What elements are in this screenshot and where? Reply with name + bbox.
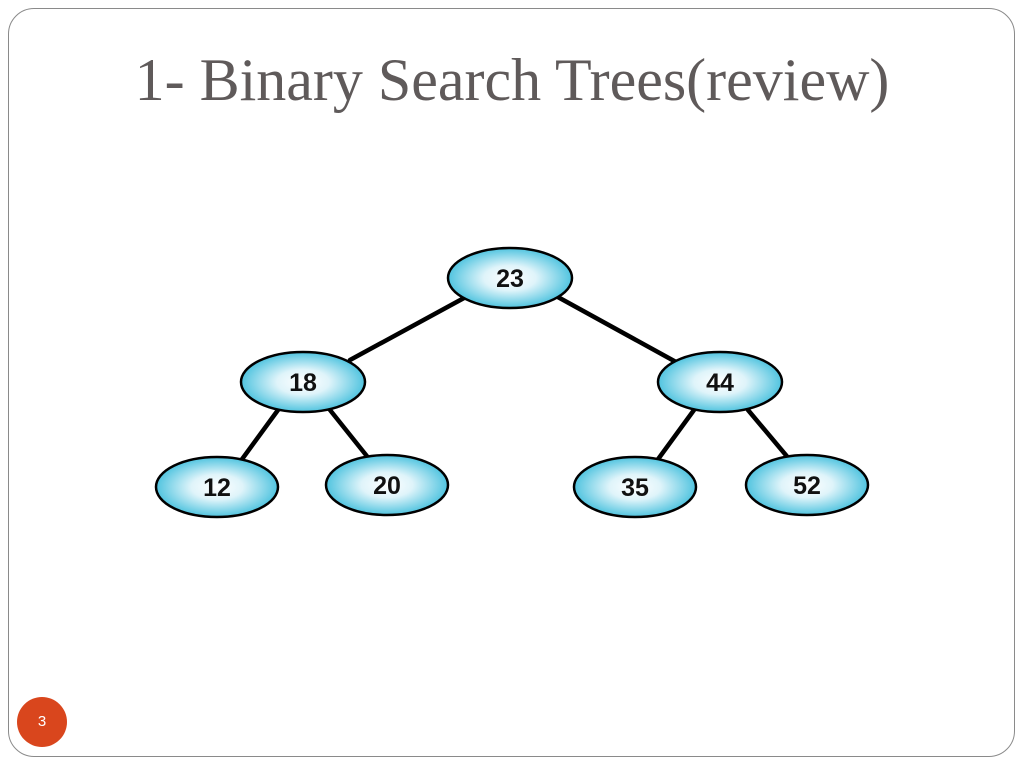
tree-node-left: 18 [239, 350, 367, 414]
node-label-right-right: 52 [793, 472, 821, 500]
edge-44-52 [745, 407, 793, 463]
node-label-root: 23 [496, 265, 524, 293]
edge-18-20 [327, 407, 373, 463]
tree-node-left-left: 12 [154, 455, 280, 519]
slide-number-badge: 3 [17, 697, 67, 747]
tree-node-right-left: 35 [572, 455, 698, 519]
slide-frame [8, 8, 1015, 757]
node-label-left: 18 [289, 369, 317, 397]
tree-node-right-right: 52 [744, 453, 870, 517]
edge-23-44 [553, 293, 679, 365]
tree-edges [237, 293, 793, 465]
edge-44-35 [653, 407, 697, 465]
node-label-right-left: 35 [621, 474, 649, 502]
tree-node-root: 23 [446, 246, 574, 310]
slide-title: 1- Binary Search Trees(review) [134, 47, 890, 113]
edge-23-18 [347, 295, 467, 363]
node-label-left-right: 20 [373, 472, 401, 500]
tree-node-right: 44 [656, 350, 784, 414]
node-label-left-left: 12 [203, 474, 231, 502]
node-label-right: 44 [706, 369, 734, 397]
edge-18-12 [237, 407, 281, 465]
tree-node-left-right: 20 [324, 453, 450, 517]
